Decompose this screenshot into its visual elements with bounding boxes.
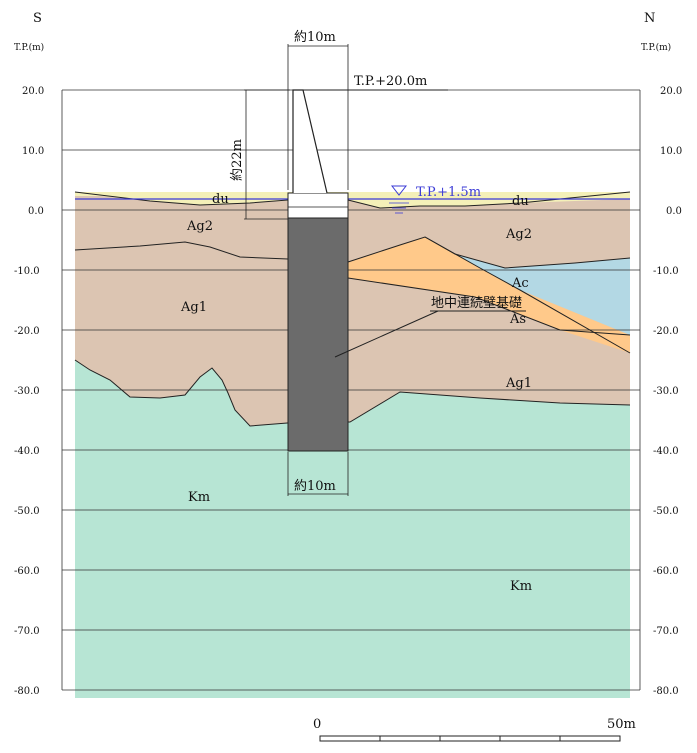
height-dimension	[244, 89, 290, 220]
right-axis-unit: T.P.(m)	[641, 42, 671, 53]
y-tick: -60.0	[14, 566, 40, 577]
ag1-label-left: Ag1	[180, 300, 207, 315]
top-width-label: 約10m	[294, 30, 336, 45]
scale-start-label: 0	[313, 717, 321, 732]
y-tick: -30.0	[653, 386, 679, 397]
bottom-width-dimension	[287, 452, 349, 496]
pier-structure	[292, 89, 328, 194]
du-label-left: du	[212, 192, 229, 207]
du-boundary-right	[347, 191, 631, 209]
y-tick: -10.0	[14, 266, 40, 277]
ac-layer	[425, 237, 630, 335]
bottom-width-label: 約10m	[294, 479, 336, 494]
ac-boundary	[424, 236, 631, 269]
y-tick: -50.0	[14, 506, 40, 517]
y-tick: -30.0	[14, 386, 40, 397]
ag2-label-right: Ag2	[505, 227, 532, 242]
foundation-cap	[287, 192, 349, 219]
ag2-ag1-boundary-left	[74, 241, 289, 260]
height-label: 約22m	[230, 139, 245, 181]
water-level-label: T.P.+1.5m	[416, 185, 481, 200]
du-label-right: du	[512, 194, 529, 209]
grid-lines	[61, 89, 641, 691]
ag2-label-left: Ag2	[186, 219, 213, 234]
right-y-ticks: 20.0 10.0 0.0 -10.0 -20.0 -30.0 -40.0 -5…	[653, 86, 682, 697]
ag1-label-right: Ag1	[505, 376, 532, 391]
south-label: S	[33, 11, 42, 26]
du-boundary	[74, 191, 289, 206]
as-boundary	[347, 277, 631, 336]
ag-layer	[75, 193, 630, 426]
y-tick: -70.0	[14, 626, 40, 637]
ac-label: Ac	[511, 276, 529, 291]
as-label: As	[509, 312, 526, 327]
y-tick: 10.0	[660, 146, 682, 157]
y-tick: -80.0	[653, 686, 679, 697]
y-tick: -70.0	[653, 626, 679, 637]
y-tick: 0.0	[666, 206, 682, 217]
left-axis-unit: T.P.(m)	[14, 42, 44, 53]
foundation-shaft	[287, 217, 349, 452]
y-tick: -20.0	[14, 326, 40, 337]
y-tick: -60.0	[653, 566, 679, 577]
top-width-dimension	[287, 44, 349, 190]
foundation-leader	[334, 310, 439, 358]
top-elevation-label: T.P.+20.0m	[354, 74, 427, 89]
y-tick: 10.0	[22, 146, 44, 157]
water-level-hatch	[389, 202, 409, 214]
y-tick: -40.0	[14, 446, 40, 457]
km-label-right: Km	[510, 579, 532, 594]
y-tick: 20.0	[660, 86, 682, 97]
water-level-icon	[390, 185, 408, 196]
y-tick: -80.0	[14, 686, 40, 697]
foundation-label: 地中連続壁基礎	[431, 296, 522, 311]
y-tick: 20.0	[22, 86, 44, 97]
y-tick: -40.0	[653, 446, 679, 457]
layer-boundaries	[74, 191, 631, 427]
y-tick: -10.0	[653, 266, 679, 277]
north-label: N	[644, 11, 655, 26]
y-tick: -20.0	[653, 326, 679, 337]
left-y-ticks: 20.0 10.0 0.0 -10.0 -20.0 -30.0 -40.0 -5…	[14, 86, 44, 697]
y-tick: -50.0	[653, 506, 679, 517]
y-tick: 0.0	[28, 206, 44, 217]
scale-bar	[319, 735, 621, 742]
km-boundary	[74, 359, 631, 427]
km-label-left: Km	[188, 490, 210, 505]
scale-end-label: 50m	[607, 717, 636, 732]
as-layer	[348, 237, 630, 353]
